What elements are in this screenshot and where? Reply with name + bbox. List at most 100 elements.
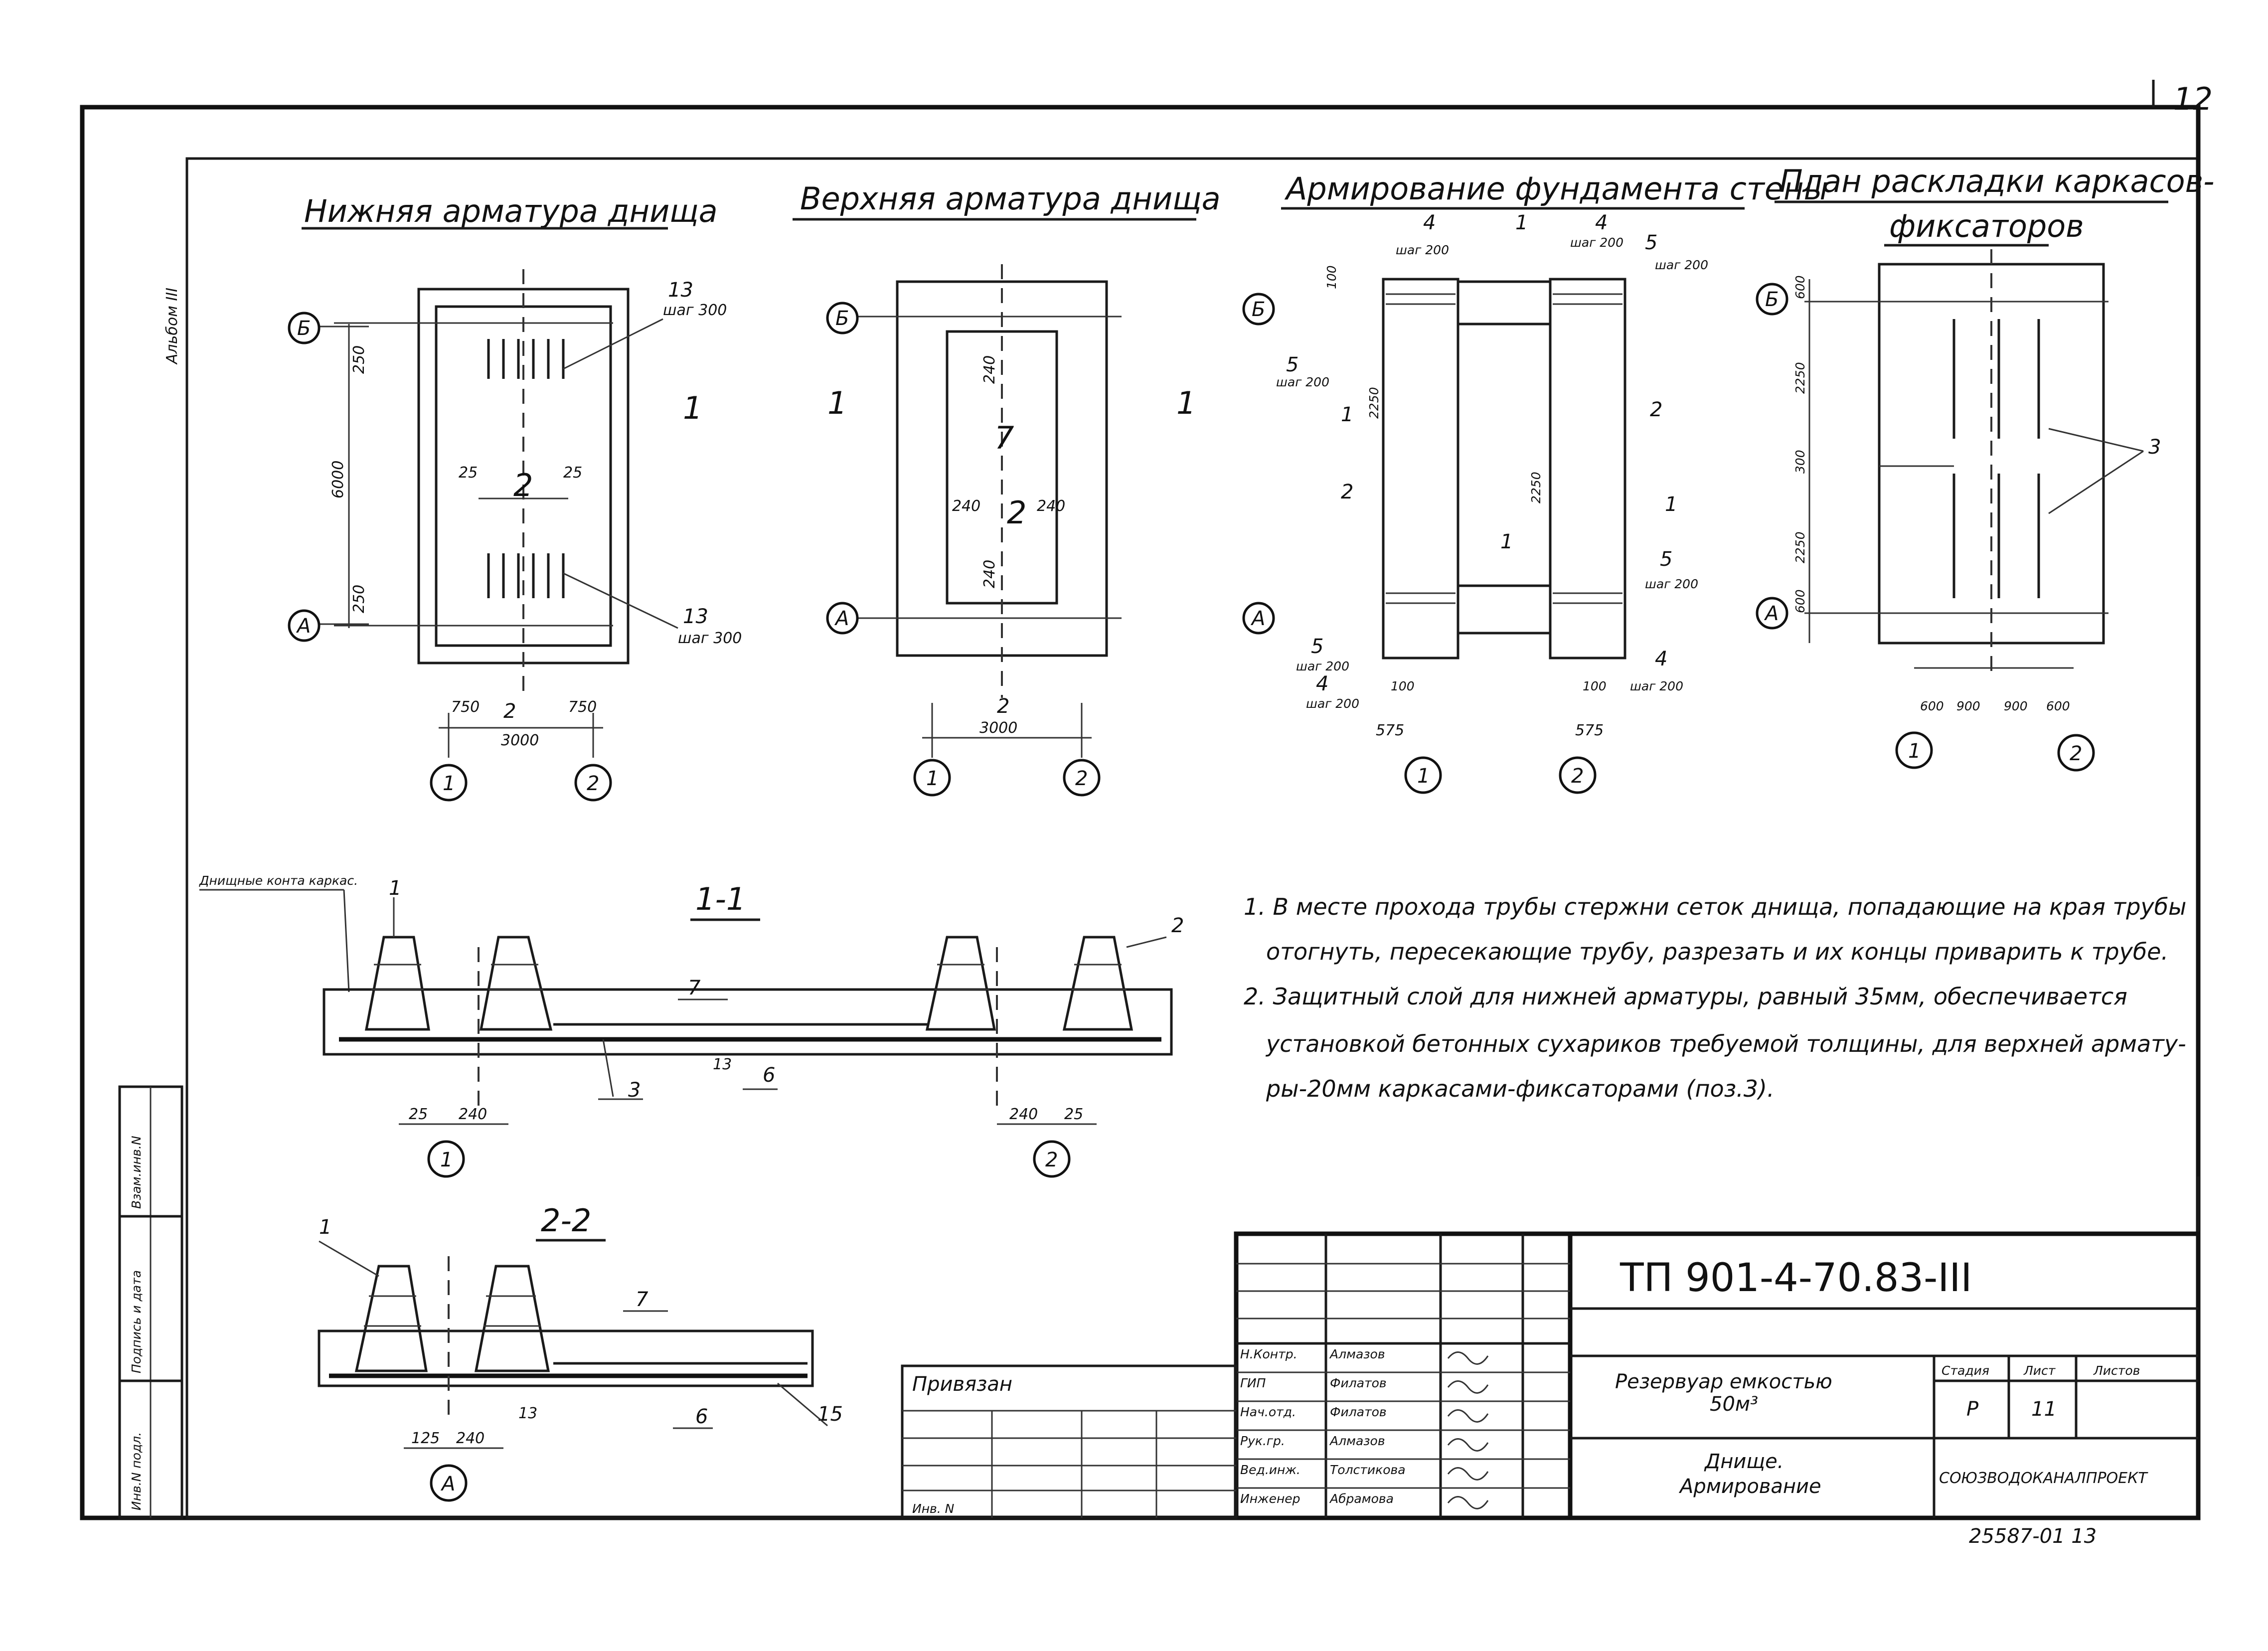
plan-dim-600b: 600 (1793, 589, 1807, 613)
stamp-signature-date: Подпись и дата (129, 1270, 144, 1373)
wall-step-bl: шаг 200 (1296, 659, 1349, 673)
page-number: 12 (2173, 81, 2213, 117)
top-axis-b: Б (835, 307, 849, 330)
wall-step-topright: шаг 200 (1655, 258, 1708, 272)
notes: 1. В месте прохода трубы стержни сеток д… (1244, 893, 2186, 1102)
tb-sheets-header: Листов (2093, 1363, 2140, 1378)
wall-dim-100-br: 100 (1583, 679, 1607, 693)
title-block: ТП 901-4-70.83-III Резервуар емкостью 50… (1234, 1231, 2201, 1520)
sec11-dim-25b: 25 (1064, 1106, 1083, 1123)
sec22-p1: 1 (319, 1216, 331, 1239)
wall-p5-left: 5 (1286, 353, 1298, 376)
wall-hatch (1386, 293, 1622, 604)
view-bottom-reinforcement: Нижняя арматура днища 2 25 25 13 шаг (288, 193, 742, 802)
wall-dim-575-r: 575 (1575, 722, 1604, 739)
tb-staff-role-5: Инженер (1240, 1491, 1300, 1506)
bottom-pos-top: 13 (668, 279, 693, 302)
bottom-dim-250a: 250 (350, 345, 368, 374)
top-mid-pos: 2 (1007, 495, 1026, 531)
sec11-axis-2: 2 (1045, 1149, 1058, 1171)
wall-step-br: шаг 200 (1630, 679, 1683, 693)
sec11-p2: 2 (1171, 914, 1184, 937)
bottom-dim-750a: 750 (451, 698, 480, 716)
sec22-rungs (364, 1295, 541, 1327)
plan-axis-a: А (1764, 602, 1779, 625)
sec22-p6: 6 (695, 1405, 708, 1428)
view-top-reinforcement: Верхняя арматура днища 7 240 240 240 240… (793, 180, 1221, 797)
wall-p4-right: 4 (1595, 211, 1608, 234)
wall-p4-left: 4 (1423, 211, 1436, 234)
tb-org: СОЮЗВОДОКАНАЛПРОЕКТ (1939, 1470, 2148, 1487)
side-label: Альбом III (163, 288, 181, 365)
tb-staff-name-2: Филатов (1330, 1405, 1387, 1419)
wall-axis-2: 2 (1571, 765, 1584, 788)
top-axis-a: А (834, 607, 849, 630)
tb-object-2: 50м³ (1710, 1393, 1758, 1416)
sec11-p6: 6 (763, 1064, 775, 1087)
plan-axis-1: 1 (1908, 740, 1921, 763)
wall-p1-top: 1 (1515, 211, 1528, 234)
sec11-dim-25a: 25 (409, 1106, 428, 1123)
bottom-dim-25a: 25 (459, 464, 478, 482)
sec11-rungs (371, 964, 1127, 991)
wall-dim-575-l: 575 (1376, 722, 1404, 739)
note-line-2: отогнуть, пересекающие трубу, разрезать … (1266, 938, 2168, 965)
wall-dim-2250-b: 2250 (1529, 472, 1543, 503)
plan-dim-2250b: 2250 (1793, 531, 1807, 563)
wall-step-right: шаг 200 (1645, 577, 1698, 591)
wall-p2-left: 2 (1341, 481, 1353, 503)
view-wall-title: Армирование фундамента стены (1284, 170, 1828, 207)
bottom-axis-1: 1 (443, 772, 455, 795)
sec22-p13: 13 (518, 1405, 537, 1422)
wall-p5-bl: 5 (1311, 635, 1323, 658)
plan-dim-600c: 600 (1920, 699, 1944, 713)
tb-staff-name-5: Абрамова (1329, 1491, 1394, 1506)
top-center-pos: 7 (994, 420, 1014, 456)
top-sec-mark: 2 (997, 695, 1009, 718)
tb-sheet-header: Лист (2023, 1363, 2056, 1378)
bottom-axis-2: 2 (587, 772, 599, 795)
wall-p2-right: 2 (1650, 398, 1662, 421)
wall-step-left: шаг 200 (1276, 375, 1329, 389)
wall-axis-b: Б (1252, 298, 1265, 321)
sheet-frame (80, 80, 2201, 1520)
stamp-inv-podl: Инв.N подл. (129, 1432, 144, 1510)
wall-p5-right: 5 (1660, 548, 1672, 571)
wall-step-bl2: шаг 200 (1306, 696, 1359, 711)
tb-staff-role-2: Нач.отд. (1240, 1405, 1296, 1419)
wall-p1-mid: 1 (1500, 530, 1513, 553)
wall-dim-100-bl: 100 (1391, 679, 1415, 693)
tb-staff-role-4: Вед.инж. (1240, 1463, 1300, 1477)
sec22-axis-a: А (440, 1473, 455, 1495)
bottom-pos-bottom: 13 (683, 605, 708, 628)
sec11-p1: 1 (389, 877, 401, 900)
note-line-1: 1. В месте прохода трубы стержни сеток д… (1244, 893, 2186, 920)
bottom-axis-a: А (296, 615, 311, 638)
note-line-5: ры-20мм каркасами-фиксаторами (поз.3). (1266, 1075, 1775, 1102)
tb-staff-name-1: Филатов (1330, 1376, 1387, 1390)
bottom-pos-bottom-step: шаг 300 (678, 630, 742, 647)
bar-group-bottom (487, 553, 565, 598)
note-line-4: установкой бетонных сухариков требуемой … (1265, 1030, 2186, 1057)
note-line-3: 2. Защитный слой для нижней арматуры, ра… (1244, 983, 2127, 1010)
sec11-title: 1-1 (695, 881, 746, 917)
sec11-dim-240b: 240 (1009, 1106, 1038, 1123)
plan-dim-900a: 900 (1956, 699, 1980, 713)
top-section-mark-right: 1 (1176, 385, 1196, 421)
top-dim-3000: 3000 (979, 719, 1017, 737)
sec11-dim-240a: 240 (459, 1106, 487, 1123)
view-bottom-title: Нижняя арматура днища (304, 193, 718, 229)
wall-step-top-right: шаг 200 (1570, 235, 1623, 250)
left-stamp: Инв.N подл. Подпись и дата Взам.инв.N (118, 1085, 183, 1519)
view-plan-title-1: План раскладки каркасов- (1780, 163, 2214, 199)
tb-stage: Р (1966, 1398, 1979, 1421)
tb-staff-role-0: Н.Контр. (1240, 1347, 1297, 1361)
top-section-mark: 1 (827, 385, 847, 421)
sec11-p3: 3 (628, 1079, 641, 1102)
wall-axis-1: 1 (1417, 765, 1430, 788)
wall-axis-a: А (1250, 607, 1265, 630)
wall-p4-bl: 4 (1316, 672, 1328, 695)
plan-p3: 3 (2148, 436, 2161, 459)
bottom-axis-b: Б (297, 317, 311, 340)
binding-label: Привязан (912, 1373, 1012, 1396)
